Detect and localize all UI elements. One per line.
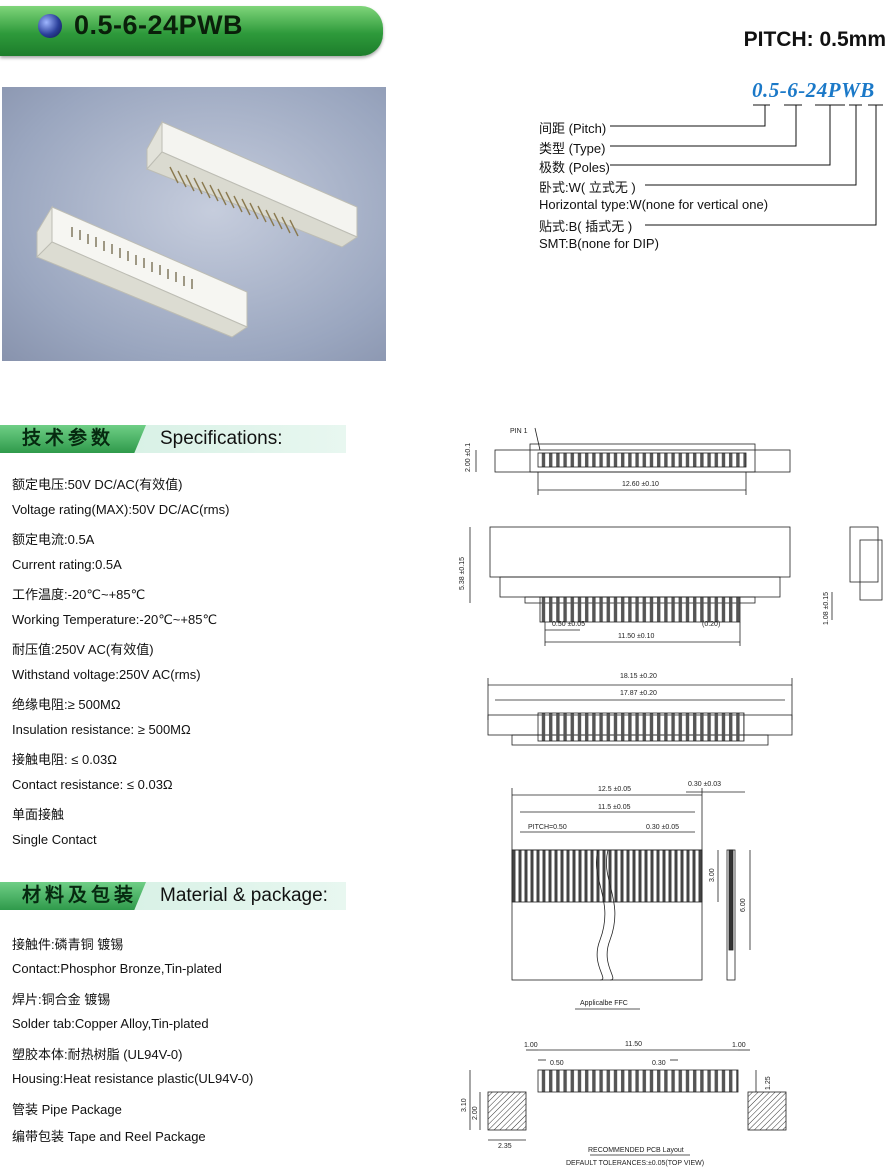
spec-item: 额定电流:0.5A: [12, 532, 95, 547]
code-line-horizontal-en: Horizontal type:W(none for vertical one): [539, 197, 769, 212]
dim-top-height: 2.00 ±0.1: [465, 443, 472, 472]
spec-item: 工作温度:-20℃~+85℃: [12, 587, 146, 602]
material-item: 塑胶本体:耐热树脂 (UL94V-0): [12, 1047, 183, 1062]
code-line-smt-cn: 贴式:B( 插式无 ): [539, 219, 633, 234]
spec-item: 额定电压:50V DC/AC(有效值): [12, 477, 183, 492]
material-title-en: Material & package:: [160, 885, 328, 906]
product-photo: [2, 87, 386, 361]
dim-top-width: 12.60 ±0.10: [622, 481, 659, 488]
connector-photo-illustration: [36, 120, 359, 338]
code-line-poles: 极数 (Poles): [539, 160, 610, 175]
material-item: 编带包装 Tape and Reel Package: [12, 1129, 206, 1144]
dim-pcb-width: 2.35: [498, 1143, 512, 1150]
dim-pitch: 0.50 ±0.05: [552, 621, 585, 628]
dim-pin1: PIN 1: [510, 428, 528, 435]
side-view-drawing: [831, 526, 883, 620]
spec-item: Working Temperature:-20℃~+85℃: [12, 612, 218, 627]
specifications-title-en: Specifications:: [160, 428, 283, 449]
pcb-layout-drawing: [469, 1049, 787, 1156]
material-item: Contact:Phosphor Bronze,Tin-plated: [12, 961, 222, 976]
dim-inner-length: 17.87 ±0.20: [620, 690, 657, 697]
code-leader-lines: [610, 104, 883, 226]
front-view-drawing: [469, 526, 791, 646]
material-item: 管装 Pipe Package: [12, 1102, 122, 1117]
code-line-horizontal-cn: 卧式:W( 立式无 ): [539, 180, 636, 195]
dim-pcb-pad-width: 0.30: [652, 1060, 666, 1067]
specifications-title-cn: 技术参数: [0, 425, 146, 453]
ffc-drawing: [511, 788, 751, 1010]
dim-ffc-height2: 6.00: [740, 898, 747, 912]
dim-ffc-contact-width: 0.30 ±0.05: [646, 824, 679, 831]
spec-item: 耐压值:250V AC(有效值): [12, 642, 154, 657]
dim-pcb-right: 1.00: [732, 1042, 746, 1049]
dim-span: 11.50 ±0.10: [618, 633, 655, 640]
dim-pcb-height2: 2.00: [472, 1106, 479, 1120]
material-title-cn: 材料及包装: [0, 882, 146, 910]
pcb-layout-label: RECOMMENDED PCB Layout: [588, 1147, 684, 1154]
dim-pin-width: (0.20): [702, 621, 720, 628]
dim-pcb-height1: 3.10: [461, 1098, 468, 1112]
spec-item: 单面接触: [12, 807, 65, 822]
code-line-type: 类型 (Type): [539, 141, 606, 156]
part-code: 0.5-6-24PWB: [752, 78, 875, 102]
tolerance-note: DEFAULT TOLERANCES:±0.05(TOP VIEW): [566, 1160, 704, 1167]
title-banner: [0, 6, 383, 56]
dim-overall-length: 18.15 ±0.20: [620, 673, 657, 680]
material-item: Housing:Heat resistance plastic(UL94V-0): [12, 1071, 254, 1086]
spec-item: Voltage rating(MAX):50V DC/AC(rms): [12, 502, 230, 517]
code-line-pitch: 间距 (Pitch): [539, 121, 607, 136]
dim-ffc-height1: 3.00: [709, 868, 716, 882]
material-item: Solder tab:Copper Alloy,Tin-plated: [12, 1016, 209, 1031]
dim-pcb-span: 11.50: [625, 1041, 642, 1048]
spec-item: Current rating:0.5A: [12, 557, 122, 572]
top-view-drawing: [475, 427, 791, 495]
pitch-label: PITCH: 0.5mm: [743, 28, 886, 51]
bullet-ball-icon: [38, 14, 62, 38]
code-line-smt-en: SMT:B(none for DIP): [539, 236, 659, 251]
spec-item: Single Contact: [12, 832, 97, 847]
material-header: 材料及包装 Material & package:: [0, 882, 346, 910]
product-title: 0.5-6-24PWB: [74, 10, 244, 40]
dim-side-height: 5.38 ±0.15: [459, 557, 466, 590]
dim-pcb-left: 1.00: [524, 1042, 538, 1049]
specifications-header: 技术参数 Specifications:: [0, 425, 346, 453]
spec-item: 绝缘电阻:≥ 500MΩ: [12, 697, 121, 712]
material-item: 接触件:磷青铜 镀锡: [12, 937, 124, 952]
dim-ffc-width1: 12.5 ±0.05: [598, 786, 631, 793]
dim-ffc-thickness: 0.30 ±0.03: [688, 781, 721, 788]
spec-item: Insulation resistance: ≥ 500MΩ: [12, 722, 191, 737]
dim-ffc-pitch: PITCH=0.50: [528, 824, 567, 831]
dim-side-view: 1.08 ±0.15: [823, 592, 830, 625]
material-item: 焊片:铜合金 镀锡: [12, 992, 111, 1007]
technical-drawings: PIN 1 2.00 ±0.1 12.60 ±0.10 5.38 ±0.15 0…: [459, 427, 883, 1167]
spec-item: Withstand voltage:250V AC(rms): [12, 667, 201, 682]
spec-item: 接触电阻: ≤ 0.03Ω: [12, 752, 117, 767]
dim-pcb-pad-height: 1.25: [765, 1076, 772, 1090]
spec-item: Contact resistance: ≤ 0.03Ω: [12, 777, 173, 792]
ffc-label: Applicalbe FFC: [580, 1000, 628, 1007]
bottom-view-drawing: [487, 678, 793, 746]
dim-pcb-pitch: 0.50: [550, 1060, 564, 1067]
dim-ffc-width2: 11.5 ±0.05: [598, 804, 631, 811]
